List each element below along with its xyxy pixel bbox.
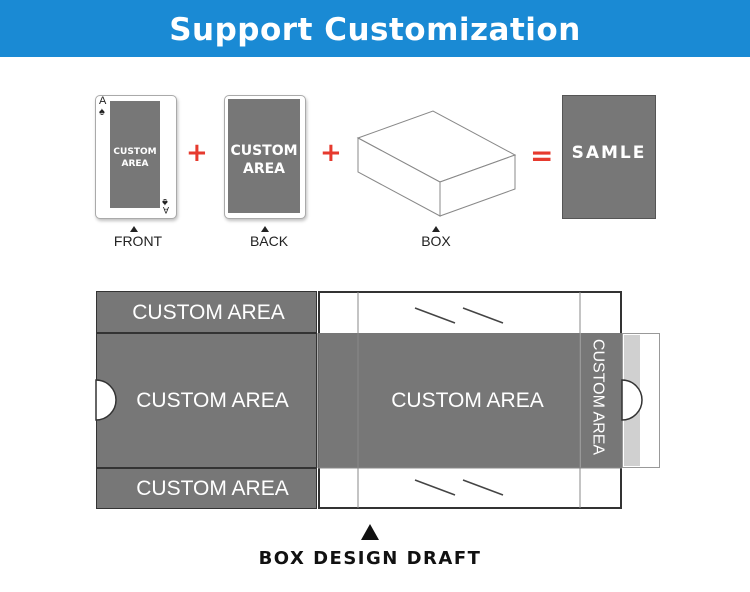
draft-top-area-label: CUSTOM AREA <box>132 301 285 324</box>
back-caption: BACK <box>249 233 289 249</box>
equals-icon: = <box>530 139 554 172</box>
plus-icon: + <box>320 138 342 168</box>
draft-bottom-area-label: CUSTOM AREA <box>136 477 289 500</box>
draft-pointer-icon <box>361 524 379 540</box>
front-card-rank: A <box>99 95 107 107</box>
plus-icon: + <box>186 138 208 168</box>
draft-middle-area-label: CUSTOM AREA <box>136 389 289 412</box>
box-pointer-icon <box>432 226 440 232</box>
front-pointer-icon <box>130 226 138 232</box>
front-card-label: CUSTOM AREA <box>113 147 157 169</box>
front-card-custom-area <box>110 101 160 208</box>
back-pointer-icon <box>261 226 269 232</box>
header-banner <box>0 0 750 57</box>
draft-bottom-panel <box>96 468 317 509</box>
back-card-custom-area <box>228 99 300 213</box>
sample-box <box>562 95 656 219</box>
draft-top-panel <box>96 291 317 333</box>
draft-caption: BOX DESIGN DRAFT <box>258 548 482 569</box>
front-caption: FRONT <box>113 233 163 249</box>
box-icon <box>356 110 517 217</box>
back-card-label: CUSTOM AREA <box>230 143 298 177</box>
draft-center-area-label: CUSTOM AREA <box>391 389 544 412</box>
box-caption: BOX <box>421 233 451 249</box>
draft-side-panel <box>580 333 622 468</box>
spade-icon: ♠ <box>99 106 105 118</box>
draft-middle-panel <box>96 333 317 468</box>
draft-center-panel <box>318 333 580 468</box>
page-title: Support Customization <box>169 12 581 48</box>
sample-label: SAMLE <box>571 143 647 163</box>
